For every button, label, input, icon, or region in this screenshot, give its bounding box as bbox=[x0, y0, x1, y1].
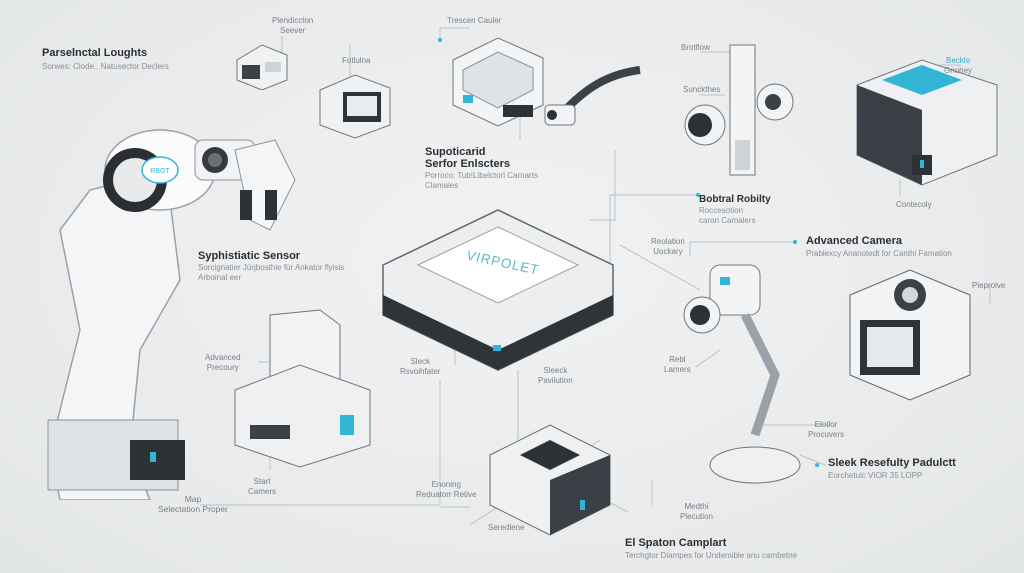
camera-housing-module bbox=[448, 30, 548, 130]
robot-arm-illustration: RBOT bbox=[20, 80, 320, 501]
robot-badge: RBOT bbox=[150, 168, 170, 175]
callout-sub2-bobtral: caron Camalers bbox=[699, 216, 756, 225]
cable-camera bbox=[540, 60, 650, 130]
callout-sub-bobtral: Roccesotion bbox=[699, 206, 744, 215]
label-pieprolve: Pieprolve bbox=[972, 281, 1006, 290]
callout-title-syphistiatic: Syphistiatic Sensor bbox=[198, 250, 301, 262]
gimbal-camera-stand bbox=[680, 255, 820, 495]
callout-title-parseinctal: Parselnctal Loughts bbox=[42, 47, 148, 59]
label-trescen: Trescen Cauler bbox=[447, 16, 502, 25]
label-contecoly: Contecoly bbox=[896, 200, 932, 209]
compact-processing-unit bbox=[230, 305, 380, 470]
label-brotflow: Brotflow bbox=[681, 43, 710, 52]
vertical-column-camera bbox=[680, 40, 800, 180]
callout-sub2-syphistiatic: Arboinal eer bbox=[198, 273, 242, 282]
label-sunckthes: Sunckthes bbox=[683, 85, 721, 94]
square-sensor-hub bbox=[485, 420, 615, 540]
label-seredlene: Seredlene bbox=[488, 523, 525, 532]
callout-sub-parseinctal: Sorwes: Clode.. Natusector Declers bbox=[42, 62, 169, 71]
callout-sub-el-spaton: Terchgtor Diampes for Undemible anu camb… bbox=[625, 551, 798, 560]
callout-title-sleek-resefulty: Sleek Resefulty Padulctt bbox=[828, 457, 956, 469]
callout-title-supoticarid: Supoticarid bbox=[425, 146, 486, 158]
callout-sub-sleek-resefulty: Eorchetuic VIOR 35 LOPP bbox=[828, 471, 923, 480]
callout-sub-supoticarid: Porroco: Tub!Libelctorl Carnarts bbox=[425, 171, 538, 180]
callout-sub-syphistiatic: Sorcignatier Jürjbosthie für Ankator fly… bbox=[198, 263, 345, 272]
callout-sub-advanced-camera: Prablexcy Ananotedt for Canthi Famation bbox=[806, 249, 952, 258]
callout-title-bobtral: Bobtral Robilty bbox=[699, 194, 771, 205]
callout-title-advanced-camera: Advanced Camera bbox=[806, 235, 902, 247]
cube-camera-unit bbox=[845, 265, 975, 405]
callout-title2-supoticarid: Serfor Enlscters bbox=[425, 158, 510, 170]
display-module bbox=[315, 70, 395, 140]
callout-sub2-supoticarid: Clamales bbox=[425, 181, 459, 190]
label-fotlulna: Fotlulna bbox=[342, 56, 371, 65]
accent-server-box bbox=[852, 55, 1002, 195]
sensor-module-small bbox=[232, 40, 292, 91]
central-tablet-device: VIRPOLET bbox=[378, 205, 618, 375]
callout-title-el-spaton: El Spaton Camplart bbox=[625, 537, 727, 549]
